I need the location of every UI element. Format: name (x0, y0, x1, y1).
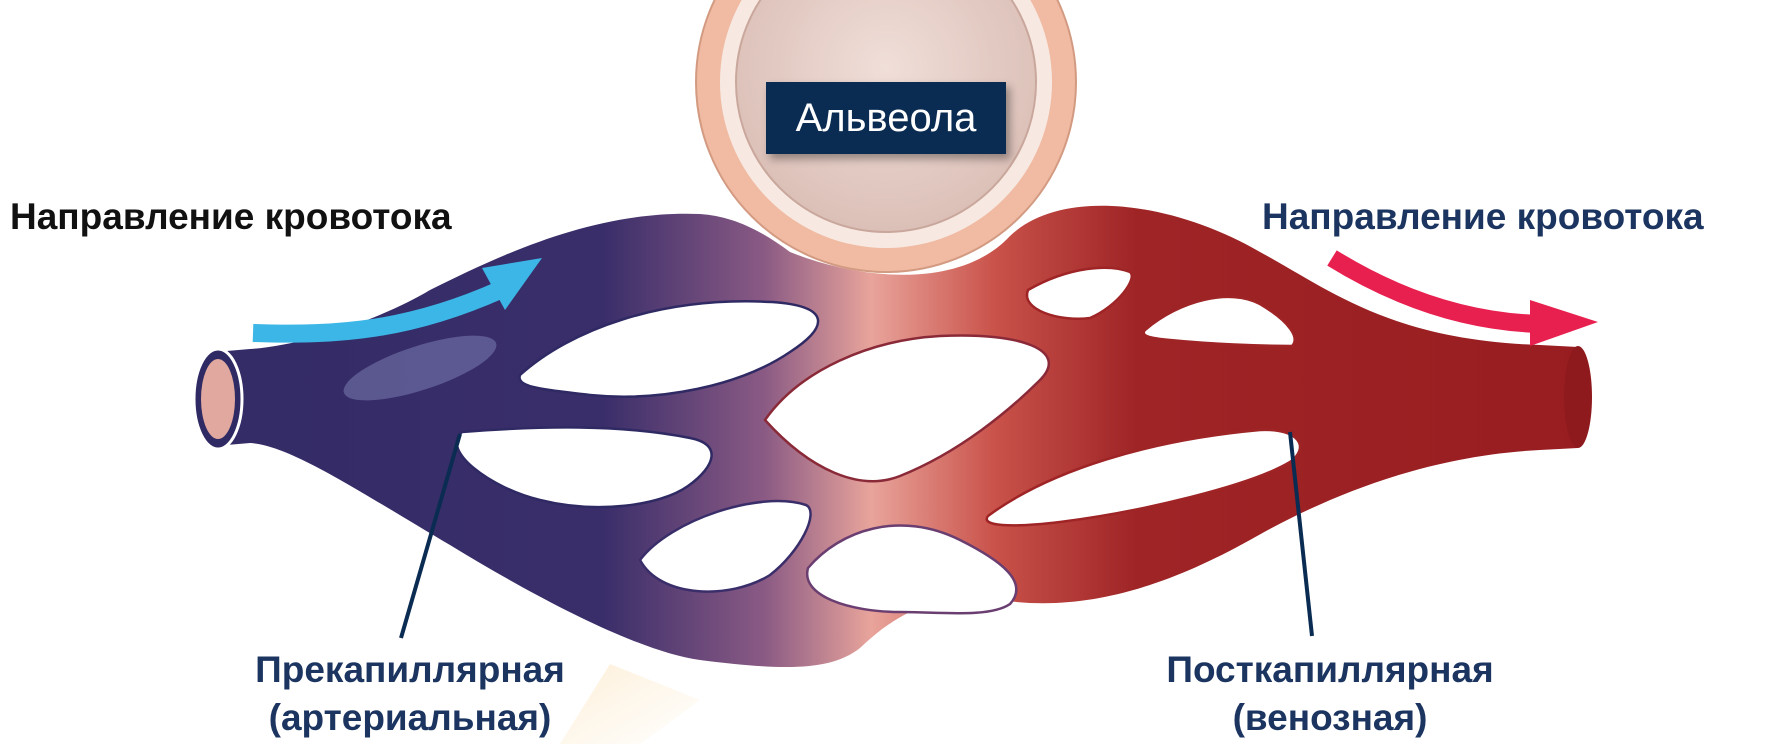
precapillary-label-line1: Прекапиллярная (200, 646, 620, 694)
precapillary-label: Прекапиллярная (артериальная) (200, 646, 620, 742)
alveola-label: Альвеола (766, 82, 1006, 154)
postcapillary-label-line1: Посткапиллярная (1120, 646, 1540, 694)
flow-direction-left-label: Направление кровотока (10, 196, 452, 239)
postcapillary-label: Посткапиллярная (венозная) (1120, 646, 1540, 742)
postcapillary-label-line2: (венозная) (1120, 694, 1540, 742)
flow-direction-right-label: Направление кровотока (1262, 196, 1704, 239)
precapillary-label-line2: (артериальная) (200, 694, 620, 742)
flow-arrow-right-head-icon (1530, 300, 1598, 346)
